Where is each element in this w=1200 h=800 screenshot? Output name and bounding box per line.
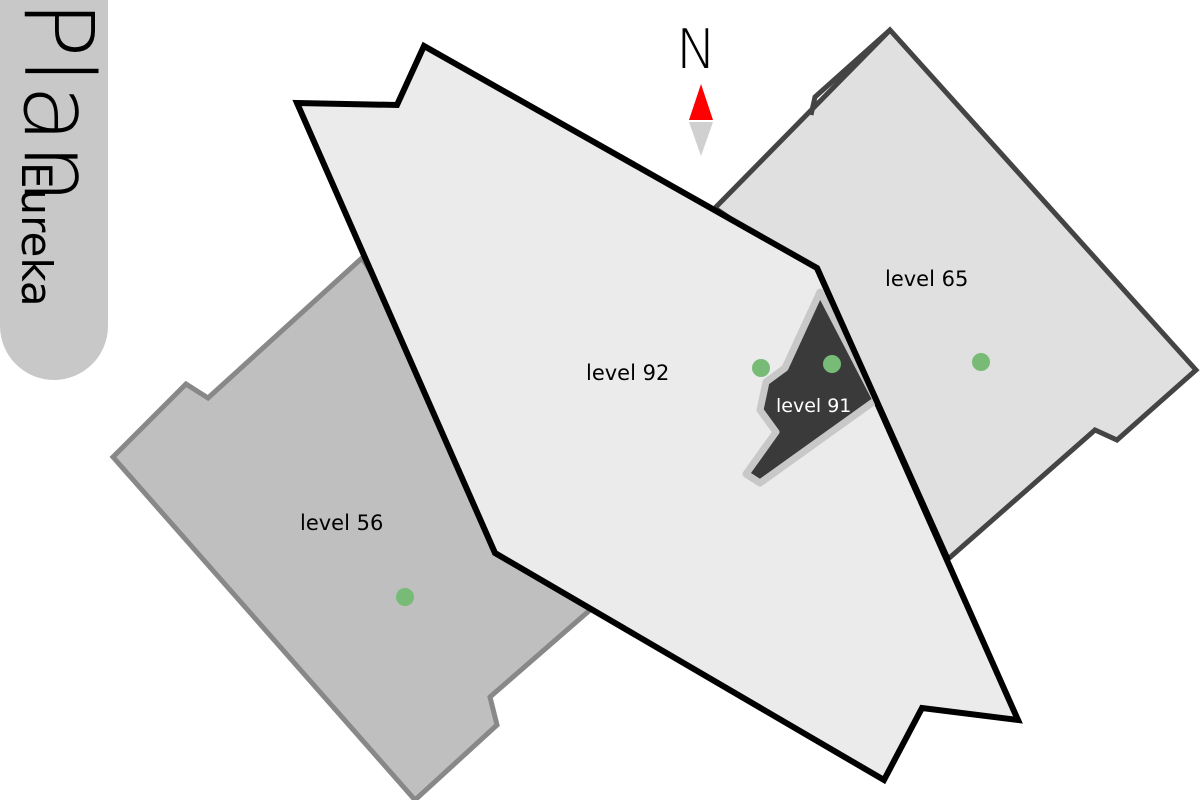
compass-south-icon (689, 122, 713, 156)
level-65-label: level 65 (885, 267, 968, 291)
level-65-marker[interactable] (972, 353, 990, 371)
level-91-marker[interactable] (823, 355, 841, 373)
north-label: N (676, 18, 716, 81)
level-92-edge (814, 266, 951, 562)
level-92-marker[interactable] (752, 359, 770, 377)
title-tab (0, 0, 108, 380)
level-65-notch (808, 28, 892, 116)
level-56-label: level 56 (300, 511, 383, 535)
compass-north-icon (689, 84, 713, 120)
level-91-label: level 91 (776, 395, 851, 417)
level-91-area[interactable] (742, 288, 880, 487)
level-56-marker[interactable] (396, 588, 414, 606)
level-92-area[interactable] (292, 41, 1023, 785)
level-92-label: level 92 (586, 361, 669, 385)
